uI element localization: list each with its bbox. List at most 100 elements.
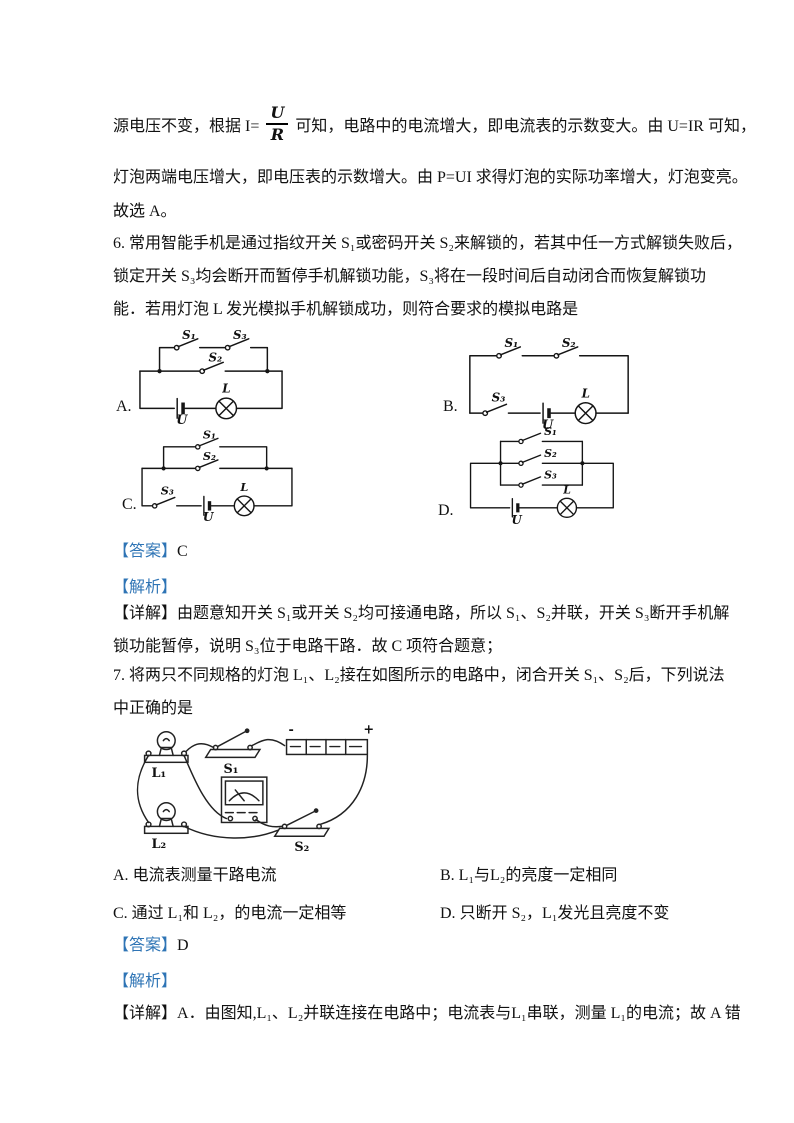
- option-a: A. 电流表测量干路电流: [113, 861, 277, 885]
- label-lamp2: L₂: [152, 837, 167, 852]
- solution-text-post: 可知，电路中的电流增大，即电流表的示数变大。由 U=IR 可知，: [295, 118, 756, 135]
- option-b-text: L₁与L₂的亮度一定相同: [458, 867, 618, 884]
- battery-icon: [203, 495, 212, 516]
- option-b: B. L₁与L₂的亮度一定相同: [440, 861, 617, 885]
- option-d: D. 只断开 S₂，L₁发光且亮度不变: [440, 899, 669, 923]
- option-c-letter: C.: [113, 905, 128, 922]
- figure-letter-d: D.: [438, 502, 454, 519]
- wires: [469, 440, 614, 509]
- battery-icon: [176, 397, 185, 419]
- question-6-detail-line-1: 【详解】由题意知开关 S₁或开关 S₂均可接通电路，所以 S₁、S₂并联，开关 …: [113, 599, 729, 623]
- switch-s1-icon: [204, 728, 262, 759]
- switch-s2-icon: [273, 808, 331, 837]
- switch-icon: [482, 346, 579, 417]
- switch-icon: [518, 432, 542, 488]
- solution-line-1: 源电压不变，根据 I= U R 可知，电路中的电流增大，即电流表的示数变大。由 …: [113, 104, 756, 144]
- option-d-letter: D.: [440, 905, 456, 922]
- question-7-stem-line-2: 中正确的是: [113, 700, 194, 717]
- question-6-analysis-line: 【解析】: [113, 573, 177, 597]
- analysis-badge: 【解析】: [113, 973, 178, 990]
- svg-text:S₁: S₁: [182, 330, 196, 342]
- switch-icon: [173, 338, 250, 375]
- circuit-diagram-b: S₁ S₂ S₃ U L: [469, 336, 629, 430]
- svg-text:U: U: [511, 513, 522, 526]
- svg-text:S₃: S₃: [161, 484, 174, 498]
- battery-icon: [511, 498, 520, 518]
- question-6-stem-line-3: 能．若用灯泡 L 发光模拟手机解锁成功，则符合要求的模拟电路是: [113, 301, 579, 318]
- svg-text:L: L: [562, 483, 571, 496]
- svg-text:S₂: S₂: [209, 350, 223, 364]
- battery-icon: [542, 402, 551, 424]
- wires: [136, 738, 369, 839]
- svg-text:S₃: S₃: [233, 330, 247, 342]
- option-b-letter: B.: [440, 867, 455, 884]
- option-a-text: 电流表测量干路电流: [132, 867, 277, 884]
- question-6-stem-line-2: 锁定开关 S₃均会断开而暂停手机解锁功能，S₃将在一段时间后自动闭合而恢复解锁功: [113, 268, 706, 285]
- question-6-stem-line-1: 6. 常用智能手机是通过指纹开关 S₁或密码开关 S₂来解锁的，若其中任一方式解…: [113, 235, 742, 252]
- label-switch2: S₂: [294, 840, 309, 854]
- switch-icon: [151, 437, 219, 509]
- svg-text:S₂: S₂: [544, 447, 557, 460]
- circuit-diagram-c: S₁ S₂ S₃ U L: [141, 427, 293, 522]
- fraction-denominator: R: [270, 125, 284, 144]
- figure-letter-c: C.: [122, 496, 137, 513]
- svg-text:L: L: [221, 382, 230, 396]
- wires: [469, 355, 629, 414]
- fraction-bar: [266, 123, 289, 125]
- option-c-text: 通过 L₁和 L₂，的电流一定相等: [131, 905, 347, 922]
- figure-letter-b: B.: [443, 398, 458, 415]
- question-7-answer-line: 【答案】D: [113, 931, 189, 955]
- label-battery-plus: +: [363, 723, 374, 738]
- svg-text:S₁: S₁: [203, 427, 216, 441]
- wires: [139, 346, 283, 410]
- svg-text:S₃: S₃: [492, 390, 506, 404]
- ammeter-icon: [220, 776, 268, 824]
- bulb-l1-icon: [143, 731, 189, 764]
- svg-text:U: U: [542, 418, 554, 430]
- svg-text:U: U: [176, 413, 188, 428]
- lamp-icon: [574, 402, 597, 425]
- circuit-diagram-a: S₁ S₃ S₂ U L: [139, 330, 283, 428]
- answer-value: C: [177, 543, 188, 560]
- solution-text-pre: 源电压不变，根据 I=: [113, 118, 260, 135]
- question-6-answer-line: 【答案】C: [113, 537, 188, 561]
- bulb-l2-icon: [143, 802, 189, 835]
- label-battery-minus: -: [289, 723, 294, 738]
- question-6-detail-line-2: 锁功能暂停，说明 S₃位于电路干路．故 C 项符合题意；: [113, 638, 503, 655]
- figure-letter-a: A.: [116, 398, 132, 415]
- label-switch1: S₁: [223, 762, 238, 777]
- circuit-diagram-d: S₁ S₂ S₃ U L: [469, 426, 614, 526]
- question-7-analysis-line: 【解析】: [113, 967, 177, 991]
- answer-value: D: [177, 937, 189, 954]
- question-7-circuit-figure: L₁ S₁ - + L₂ S₂: [136, 723, 374, 854]
- solution-line-3: 故选 A。: [113, 203, 177, 220]
- svg-text:S₃: S₃: [544, 469, 557, 482]
- answer-badge: 【答案】: [113, 937, 178, 954]
- svg-text:S₁: S₁: [504, 336, 518, 350]
- lamp-icon: [233, 495, 255, 517]
- label-lamp1: L₁: [152, 766, 167, 781]
- svg-text:U: U: [203, 510, 215, 522]
- solution-line-2: 灯泡两端电压增大，即电压表的示数增大。由 P=UI 求得灯泡的实际功率增大，灯泡…: [113, 169, 748, 186]
- svg-text:L: L: [581, 386, 590, 400]
- option-d-text: 只断开 S₂，L₁发光且亮度不变: [459, 905, 670, 922]
- detail-badge: 【详解】: [113, 1005, 178, 1022]
- svg-text:S₂: S₂: [562, 336, 576, 350]
- option-c: C. 通过 L₁和 L₂，的电流一定相等: [113, 899, 346, 923]
- fraction-u-over-r: U R: [266, 103, 289, 144]
- analysis-badge: 【解析】: [113, 579, 178, 596]
- question-7-stem-line-1: 7. 将两只不同规格的灯泡 L₁、L₂接在如图所示的电路中，闭合开关 S₁、S₂…: [113, 667, 725, 684]
- detail-badge: 【详解】: [113, 605, 178, 622]
- wires: [141, 446, 293, 507]
- svg-text:S₂: S₂: [203, 449, 216, 463]
- answer-badge: 【答案】: [113, 543, 178, 560]
- svg-text:L: L: [239, 480, 248, 494]
- fraction-numerator: U: [270, 103, 285, 122]
- detail-text: A．由图知,L₁、L₂并联连接在电路中；电流表与L₁串联，测量 L₁的电流；故 …: [177, 1005, 741, 1022]
- detail-text: 由题意知开关 S₁或开关 S₂均可接通电路，所以 S₁、S₂并联，开关 S₃断开…: [177, 605, 730, 622]
- option-a-letter: A.: [113, 867, 129, 884]
- battery-pack-icon: [285, 738, 369, 756]
- lamp-icon: [215, 397, 238, 420]
- lamp-icon: [556, 497, 578, 519]
